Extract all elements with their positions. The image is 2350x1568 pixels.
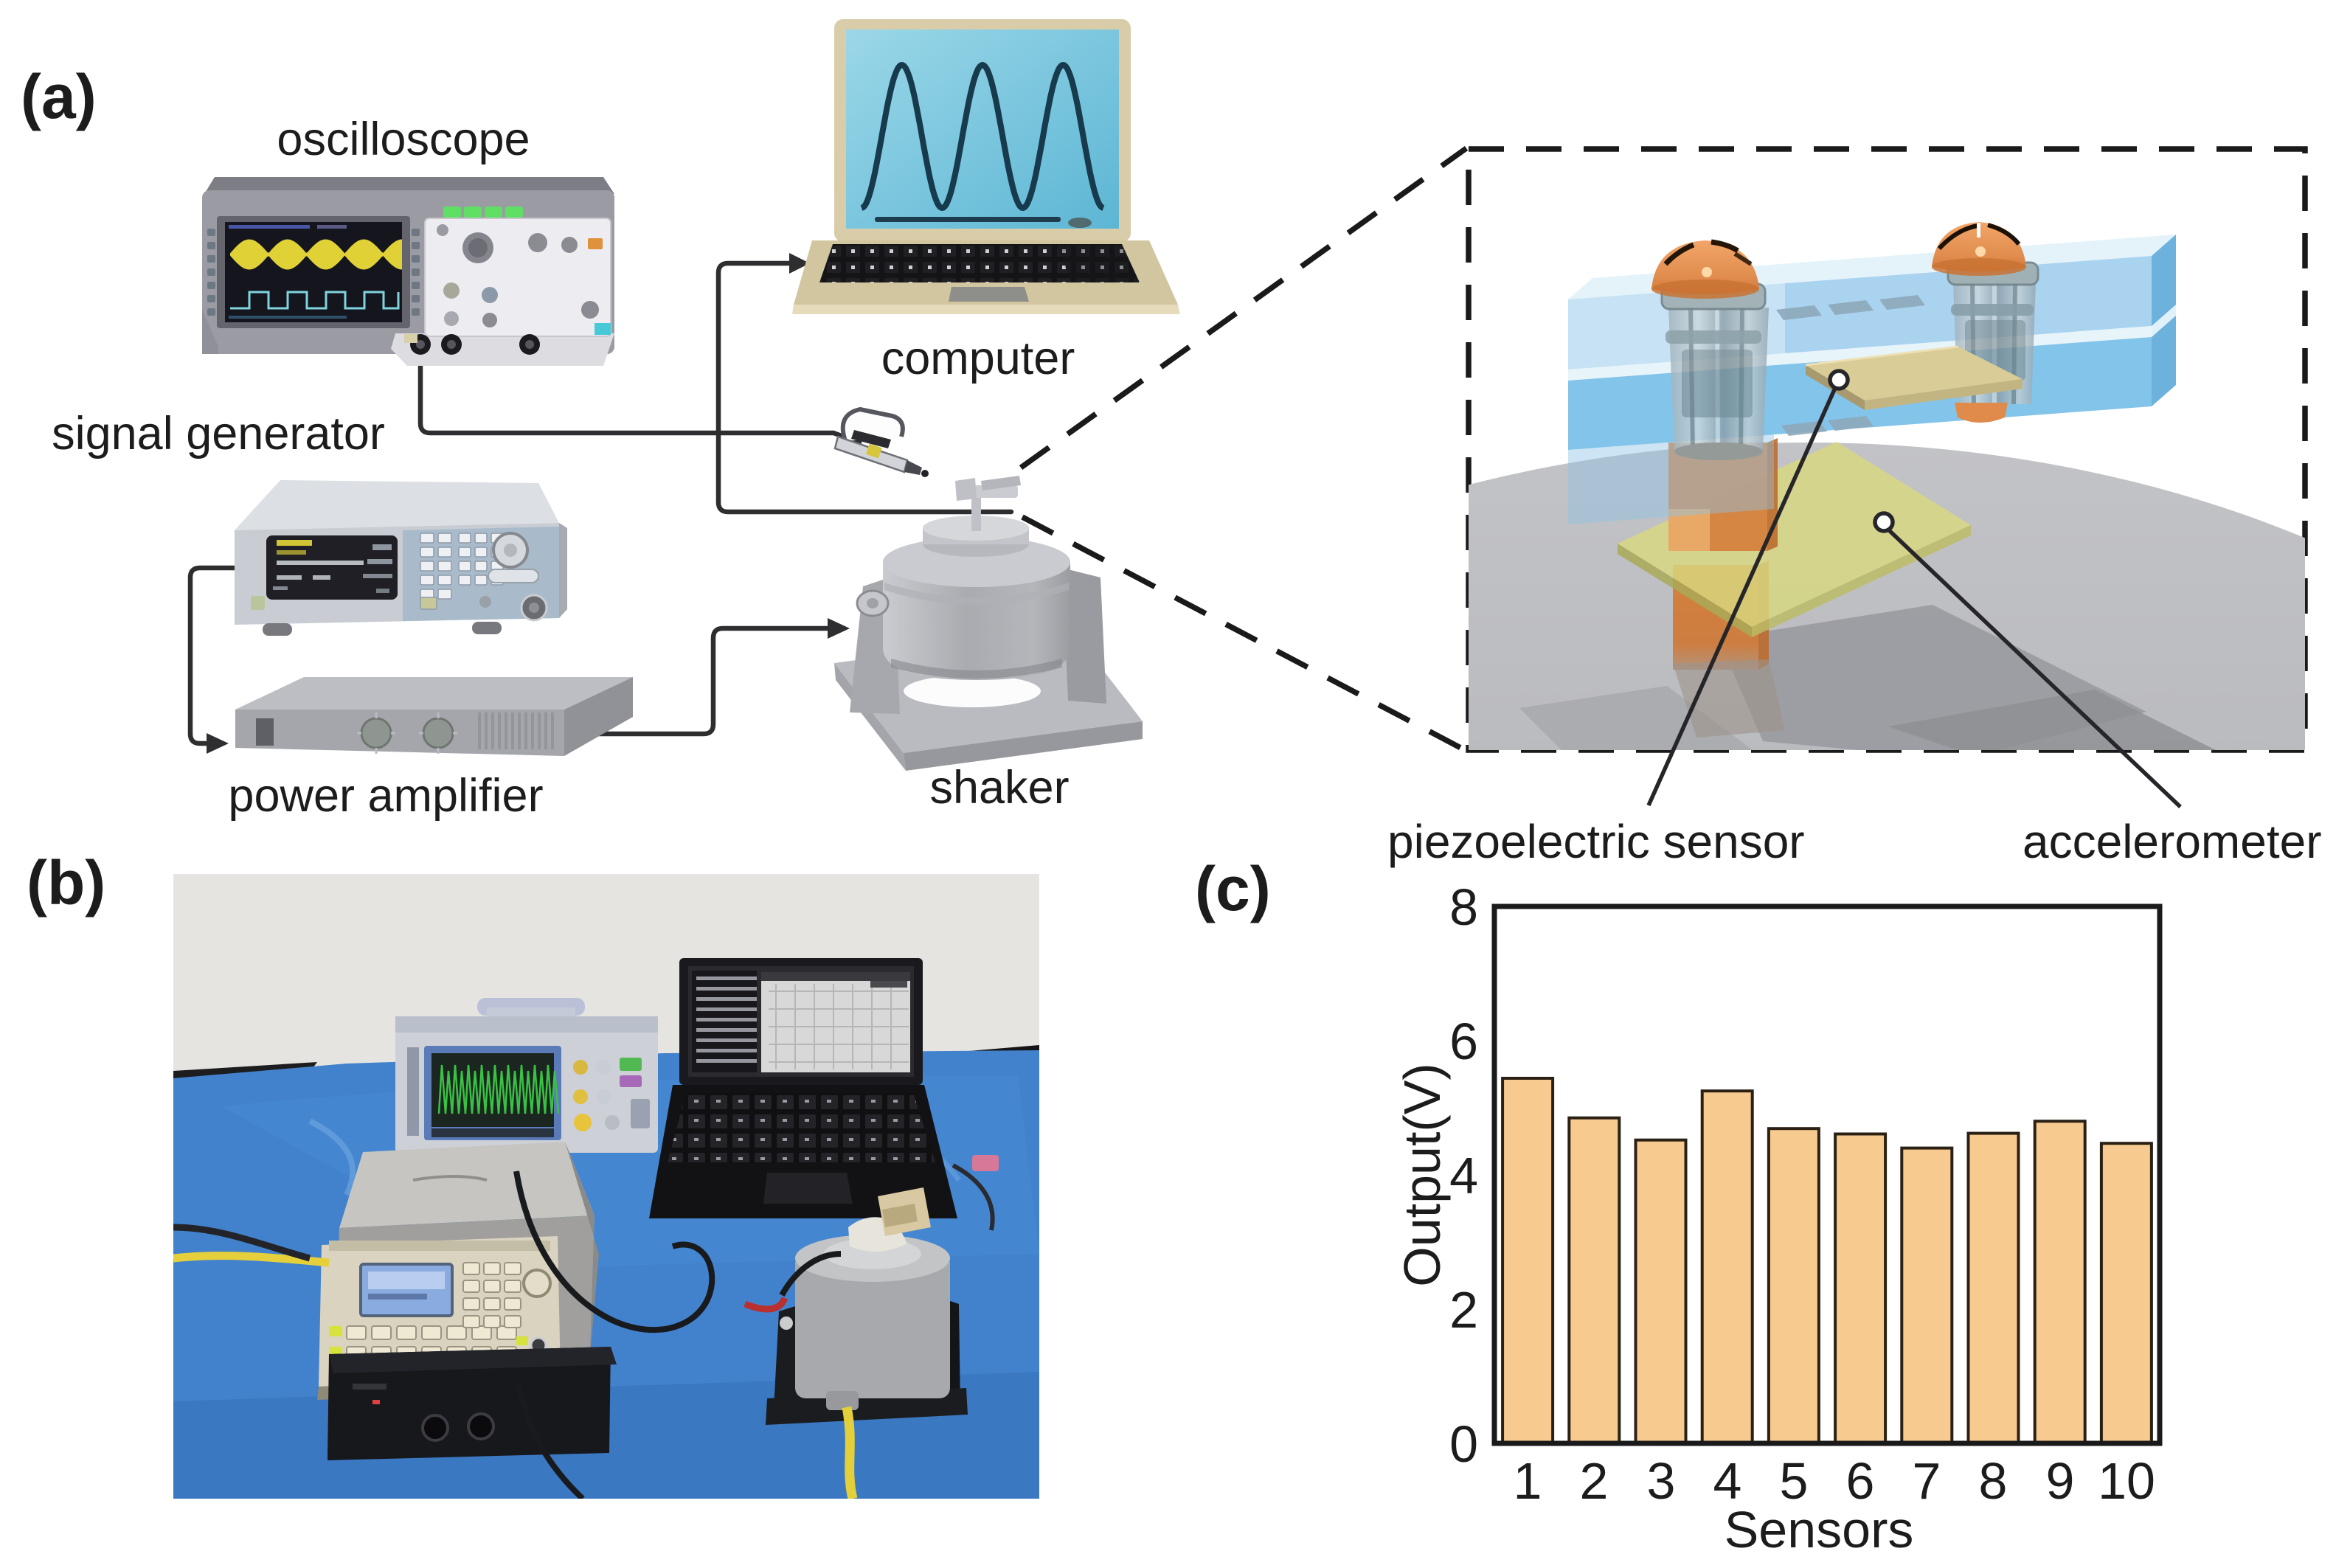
svg-text:4: 4	[1713, 1452, 1742, 1510]
svg-text:4: 4	[1449, 1147, 1478, 1204]
svg-text:oscilloscope: oscilloscope	[277, 114, 530, 165]
svg-text:(b): (b)	[27, 848, 105, 917]
svg-text:piezoelectric sensor: piezoelectric sensor	[1387, 815, 1805, 868]
svg-text:shaker: shaker	[929, 762, 1069, 814]
svg-text:(a): (a)	[21, 62, 97, 131]
svg-text:power amplifier: power amplifier	[228, 770, 543, 822]
svg-text:6: 6	[1449, 1013, 1478, 1070]
svg-text:10: 10	[2098, 1452, 2155, 1510]
svg-text:7: 7	[1913, 1452, 1941, 1510]
svg-text:8: 8	[1449, 878, 1478, 936]
svg-text:(c): (c)	[1195, 854, 1271, 923]
svg-text:0: 0	[1449, 1415, 1478, 1473]
svg-text:5: 5	[1780, 1452, 1809, 1510]
svg-text:9: 9	[2046, 1452, 2075, 1510]
svg-text:signal generator: signal generator	[52, 408, 385, 459]
svg-text:Output(V): Output(V)	[1393, 1063, 1451, 1286]
svg-text:2: 2	[1580, 1452, 1609, 1510]
svg-text:2: 2	[1449, 1281, 1478, 1339]
svg-text:6: 6	[1846, 1452, 1875, 1510]
svg-text:8: 8	[1979, 1452, 2008, 1510]
svg-text:computer: computer	[881, 333, 1075, 384]
svg-text:3: 3	[1647, 1452, 1676, 1510]
svg-text:1: 1	[1514, 1452, 1542, 1510]
svg-text:accelerometer: accelerometer	[2023, 815, 2322, 868]
svg-text:Sensors: Sensors	[1725, 1501, 1914, 1558]
